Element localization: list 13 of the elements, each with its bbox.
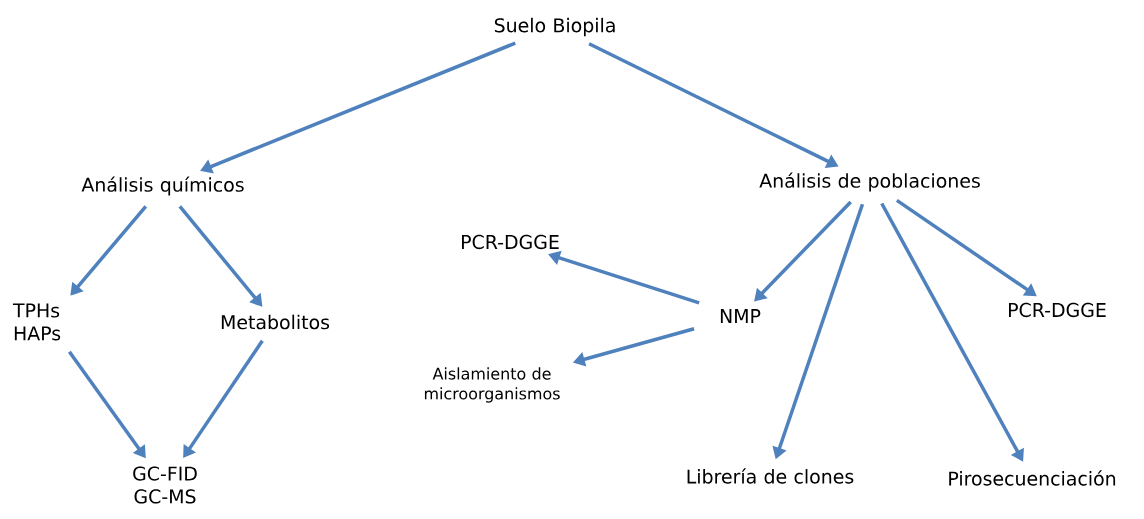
text-label: Suelo Biopila (494, 17, 615, 37)
arrow (178, 205, 263, 307)
text-label: Análisis químicos (81, 176, 244, 196)
text-label: Metabolitos (221, 314, 330, 330)
text-label: NMP (720, 309, 761, 323)
text-label: Análisis de poblaciones (759, 172, 980, 192)
text-label: PCR-DGGE (462, 234, 559, 250)
text-label: Aislamiento de microorganismos (424, 367, 560, 403)
text-label: GC-FID GC-MS (133, 466, 197, 504)
text-label: Librería de clones (687, 468, 854, 484)
text-label: PCR-DGGE (1009, 302, 1106, 318)
text-label: Pirosecuenciación (949, 470, 1116, 486)
text-label: TPHs HAPs (12, 303, 61, 341)
